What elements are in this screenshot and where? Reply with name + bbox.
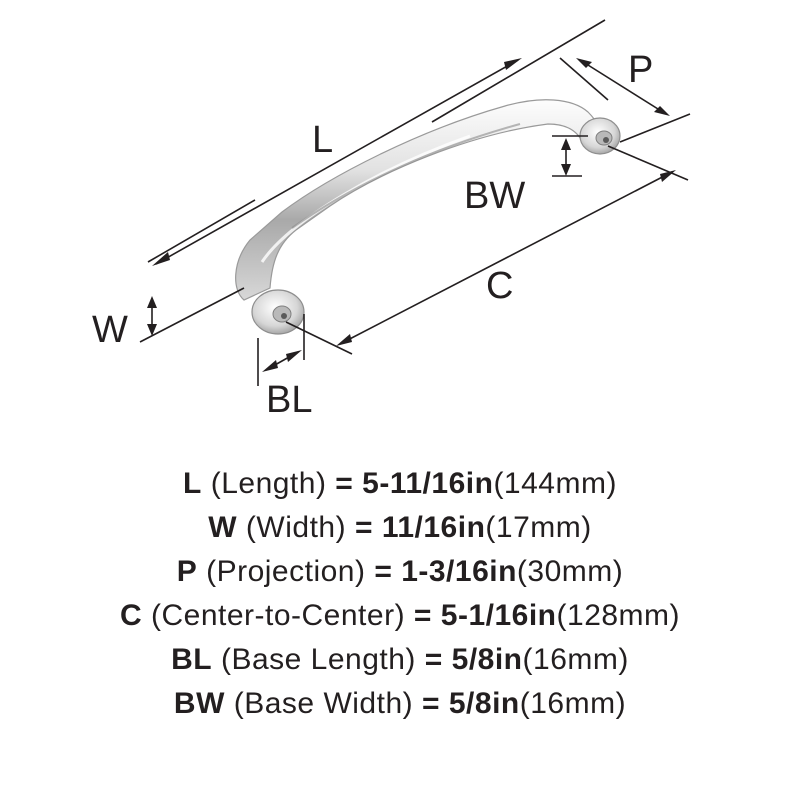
spec-inch-value: 11/16in <box>381 511 486 544</box>
spec-code: W <box>208 511 238 544</box>
spec-code: BL <box>171 643 213 676</box>
spec-mm-value: (16mm) <box>522 643 629 676</box>
spec-inch-value: 1-3/16in <box>401 555 517 588</box>
spec-equals: = <box>421 687 441 720</box>
spec-equals: = <box>374 555 393 588</box>
spec-row-width: W (Width) = 11/16in(17mm) <box>0 506 800 550</box>
spec-name: (Length) <box>210 467 327 500</box>
spec-code: C <box>119 599 143 632</box>
spec-mm-value: (144mm) <box>493 467 617 500</box>
handle-dimension-diagram: L P BW C W BL <box>92 19 691 421</box>
spec-code: P <box>176 555 198 588</box>
spec-name: (Center-to-Center) <box>150 599 406 632</box>
label-width: W <box>92 309 128 351</box>
spec-row-length: L (Length) = 5-11/16in(144mm) <box>0 462 800 506</box>
spec-mm-value: (16mm) <box>519 687 627 720</box>
spec-inch-value: 5-11/16in <box>362 467 494 500</box>
spec-inch-value: 5-1/16in <box>440 599 557 632</box>
spec-row-base-width: BW (Base Width) = 5/8in(16mm) <box>0 682 800 726</box>
spec-name: (Projection) <box>206 555 366 588</box>
spec-name: (Width) <box>245 511 347 544</box>
spec-inch-value: 5/8in <box>448 687 520 720</box>
spec-equals: = <box>354 511 373 544</box>
label-center-to-center: C <box>486 265 513 307</box>
spec-equals: = <box>424 643 443 676</box>
spec-name: (Base Length) <box>220 643 416 676</box>
label-base-width: BW <box>464 175 525 217</box>
spec-row-base-length: BL (Base Length) = 5/8in(16mm) <box>0 638 800 682</box>
label-length: L <box>312 119 333 161</box>
spec-name: (Base Width) <box>233 687 414 720</box>
cabinet-pull-handle <box>235 99 621 335</box>
spec-mm-value: (17mm) <box>485 511 592 544</box>
label-projection: P <box>628 49 653 91</box>
spec-mm-value: (128mm) <box>556 599 681 632</box>
dimension-lines <box>139 19 691 386</box>
spec-inch-value: 5/8in <box>451 643 523 676</box>
label-base-length: BL <box>266 379 312 421</box>
spec-equals: = <box>413 599 432 632</box>
spec-row-projection: P (Projection) = 1-3/16in(30mm) <box>0 550 800 594</box>
spec-code: BW <box>173 687 225 720</box>
specification-list: L (Length) = 5-11/16in(144mm) W (Width) … <box>0 462 800 726</box>
spec-mm-value: (30mm) <box>516 555 624 588</box>
spec-row-center-to-center: C (Center-to-Center) = 5-1/16in(128mm) <box>0 594 800 638</box>
spec-equals: = <box>335 467 354 500</box>
spec-code: L <box>183 467 202 500</box>
